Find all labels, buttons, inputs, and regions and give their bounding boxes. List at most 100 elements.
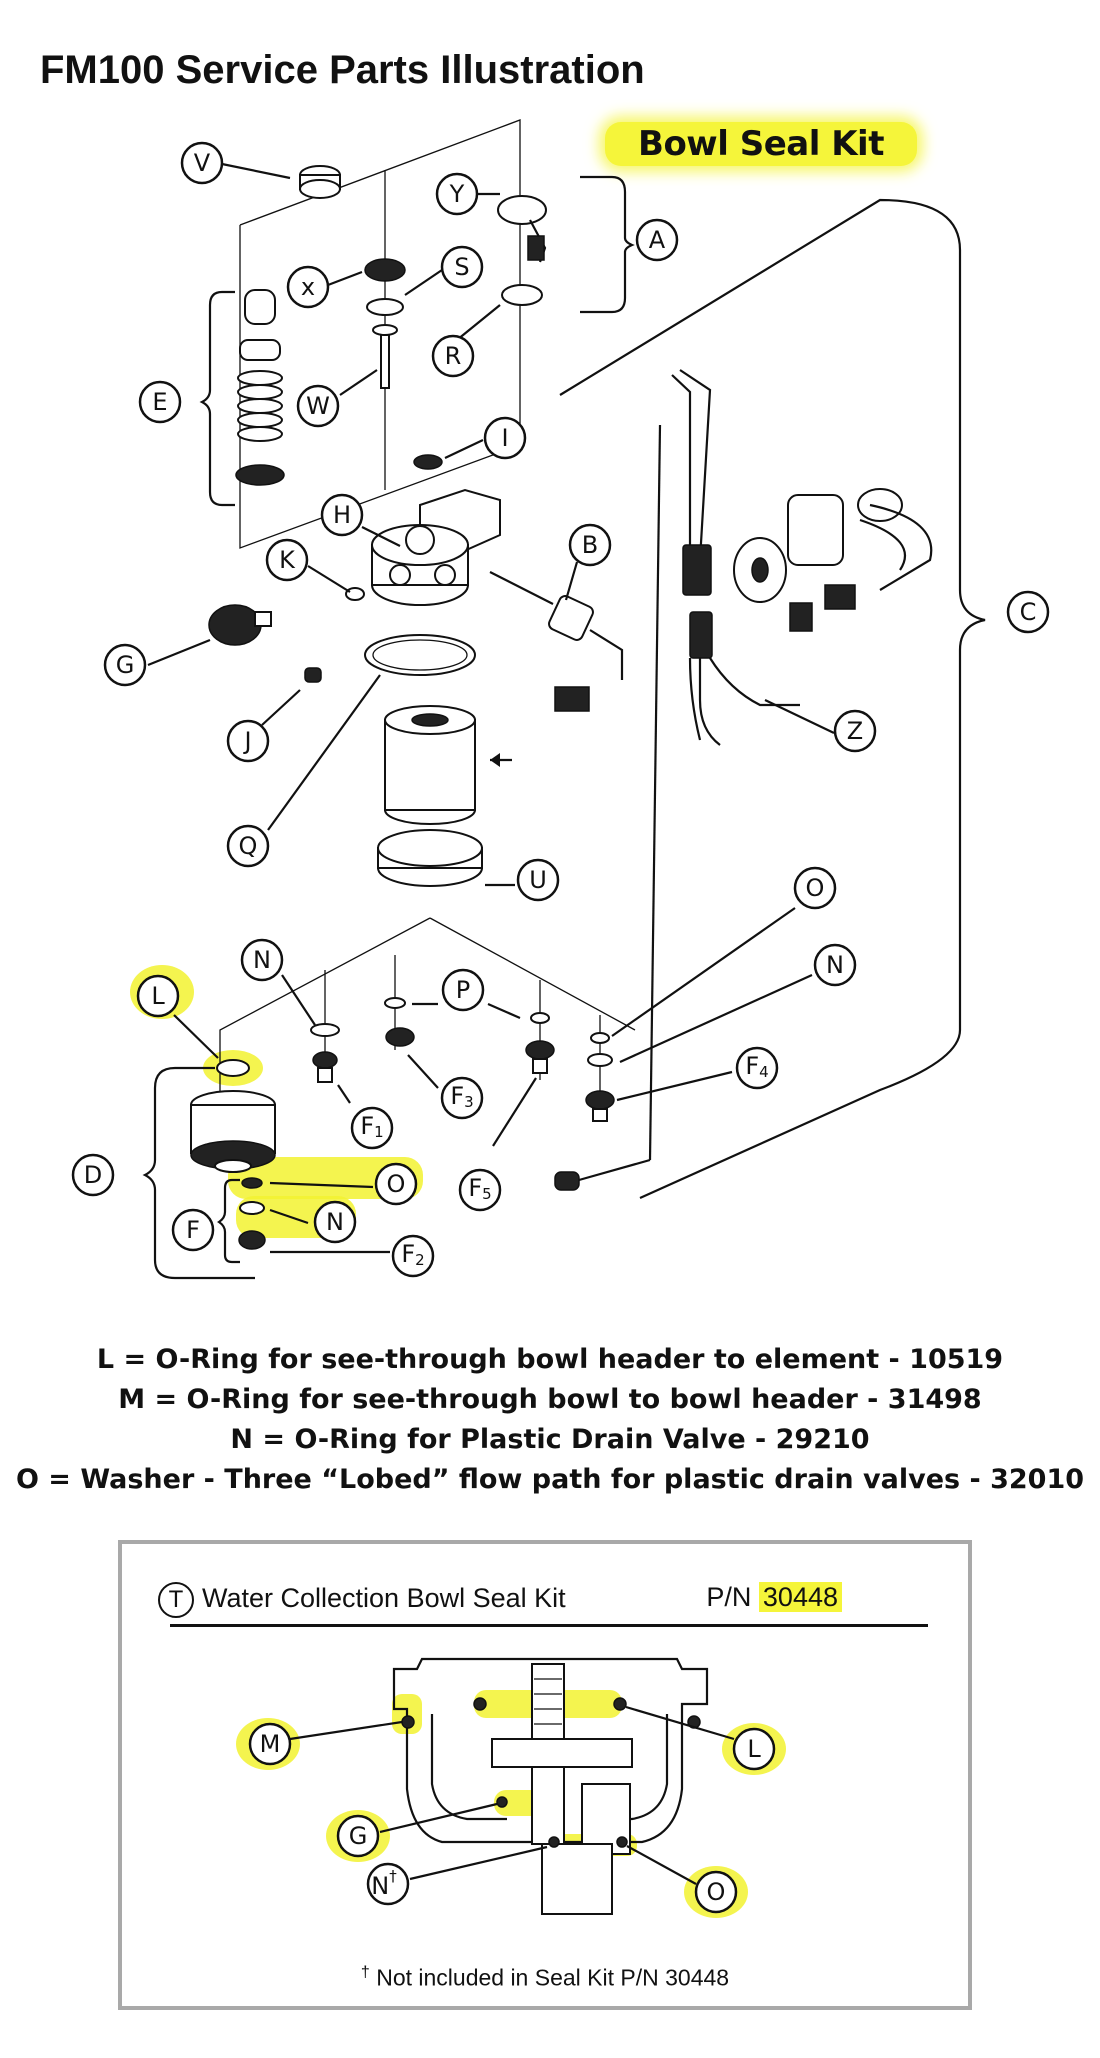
svg-text:Y: Y [449, 180, 465, 208]
part-y-sensor-cap [497, 195, 547, 263]
callout-i: I [483, 416, 527, 460]
svg-text:Z: Z [847, 717, 863, 745]
kit-callout-g: G [336, 1814, 380, 1858]
svg-text:V: V [194, 149, 211, 177]
callout-f3: F3 [440, 1076, 484, 1120]
part-k-oring [345, 587, 365, 601]
callout-c: C [1006, 590, 1050, 634]
svg-text:C: C [1020, 598, 1037, 626]
kit-callout-l: L [732, 1727, 776, 1771]
callout-n-lower: N [313, 1200, 357, 1244]
svg-text:x: x [301, 273, 315, 301]
callout-f5: F5 [458, 1168, 502, 1212]
part-g-drain-plug [208, 604, 272, 646]
callout-f2: F2 [391, 1234, 435, 1278]
part-filter-element [384, 705, 512, 825]
callout-e: E [138, 380, 182, 424]
callout-h: H [320, 493, 364, 537]
svg-text:E: E [152, 388, 167, 416]
kit-pn-number: 30448 [758, 1582, 842, 1612]
callout-q: Q [226, 824, 270, 868]
callout-d: D [71, 1153, 115, 1197]
footnote-text: Not included in Seal Kit P/N 30448 [376, 1964, 730, 1991]
svg-text:H: H [333, 501, 351, 529]
callout-r: R [431, 334, 475, 378]
svg-text:L: L [747, 1735, 761, 1763]
svg-text:F: F [186, 1216, 200, 1244]
svg-text:G: G [116, 651, 135, 679]
svg-text:O: O [387, 1170, 406, 1198]
callout-x: x [286, 265, 330, 309]
svg-text:U: U [529, 866, 547, 894]
callout-f4: F4 [735, 1046, 779, 1090]
kit-title: T Water Collection Bowl Seal Kit [158, 1582, 566, 1618]
part-j-screw [304, 667, 322, 683]
callout-j: J [226, 719, 270, 763]
svg-text:F3: F3 [450, 1082, 473, 1111]
callout-a: A [635, 218, 679, 262]
footnote-dagger: † [360, 1964, 370, 1981]
svg-text:N: N [253, 946, 271, 974]
callout-s: S [440, 245, 484, 289]
callout-o-upper: O [793, 866, 837, 910]
part-u-bowl-ring [377, 829, 483, 887]
legend-line-m: M = O-Ring for see-through bowl to bowl … [118, 1384, 982, 1415]
kit-footnote: † Not included in Seal Kit P/N 30448 [122, 1964, 968, 1992]
svg-text:O: O [707, 1878, 726, 1906]
callout-y: Y [435, 172, 479, 216]
drain-valves [310, 424, 662, 1191]
svg-text:F4: F4 [745, 1052, 768, 1081]
bracket-a [580, 175, 635, 314]
seal-kit-panel: T Water Collection Bowl Seal Kit P/N 3044… [118, 1540, 972, 2010]
callout-p: P [441, 968, 485, 1012]
part-r-oring [501, 284, 543, 306]
callout-f: F [171, 1208, 215, 1252]
callout-w: W [296, 384, 340, 428]
legend-line-o: O = Washer - Three “Lobed” flow path for… [15, 1464, 1085, 1495]
bowl-seal-kit-banner: Bowl Seal Kit [605, 122, 917, 166]
part-h-filter-head [371, 488, 501, 606]
bracket-f [217, 1178, 240, 1264]
part-e-stack [235, 289, 285, 486]
callout-f1: F1 [350, 1106, 394, 1150]
svg-text:W: W [306, 392, 330, 420]
parts-legend: L = O-Ring for see-through bowl header t… [0, 1340, 1100, 1500]
svg-text:M: M [260, 1730, 281, 1758]
svg-text:G: G [349, 1822, 368, 1850]
callout-z: Z [833, 709, 877, 753]
leader-arrows [147, 162, 835, 1254]
svg-text:F2: F2 [401, 1240, 424, 1269]
part-v-ring [299, 165, 341, 199]
kit-pn-label: P/N [706, 1582, 752, 1612]
page-title: FM100 Service Parts Illustration [40, 48, 645, 92]
kit-letter: T [158, 1582, 194, 1618]
callout-b: B [568, 523, 612, 567]
callout-n-left: N [240, 938, 284, 982]
callout-u: U [516, 858, 560, 902]
svg-text:I: I [501, 424, 508, 452]
kit-part-number: P/N 30448 [706, 1582, 842, 1613]
kit-callout-n: N† [366, 1862, 410, 1906]
svg-text:N: N [326, 1208, 344, 1236]
kit-title-text: Water Collection Bowl Seal Kit [202, 1583, 566, 1614]
svg-text:A: A [649, 226, 666, 254]
svg-text:P: P [456, 976, 470, 1004]
callout-k: K [265, 538, 309, 582]
lower-assembly-frame [219, 917, 636, 1140]
part-d-bowl-assembly [190, 1059, 276, 1250]
kit-title-rule [170, 1624, 928, 1627]
part-b-heater [489, 571, 624, 712]
svg-text:L: L [151, 982, 165, 1010]
callout-g: G [103, 643, 147, 687]
svg-text:N†: N† [371, 1867, 397, 1900]
bracket-c [559, 198, 986, 1200]
kit-callout-m: M [248, 1722, 292, 1766]
bracket-d [142, 1066, 255, 1280]
svg-text:J: J [242, 727, 251, 755]
callout-o-lower: O [374, 1162, 418, 1206]
callout-v: V [180, 141, 224, 185]
legend-line-n: N = O-Ring for Plastic Drain Valve - 292… [230, 1424, 870, 1455]
part-i-washer [413, 454, 443, 470]
exploded-parts-diagram: V Y A x S E R W I H B K C G J Z Q U O N … [71, 119, 1050, 1280]
legend-line-l: L = O-Ring for see-through bowl header t… [96, 1344, 1004, 1375]
